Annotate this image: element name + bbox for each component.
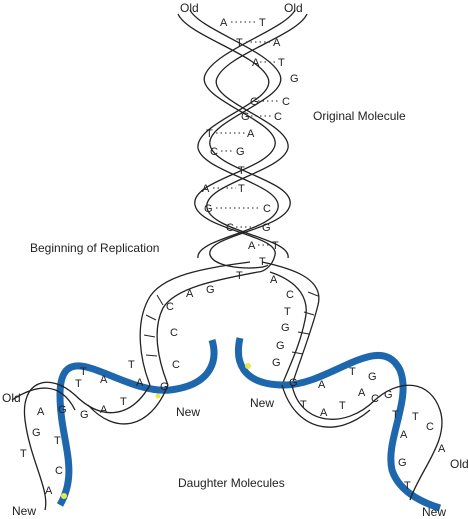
label-new-right-bottom: New (422, 505, 446, 519)
base-letter: T (259, 256, 266, 268)
base-letter: T (272, 240, 279, 252)
original-helix (177, 9, 308, 273)
base-letter: A (100, 404, 108, 416)
base-letter: A (220, 17, 228, 29)
base-letter: A (320, 407, 328, 419)
highlight-dot (61, 493, 67, 499)
top-base-letters: A T T A A T G G C G C T A C G T A T G C … (202, 17, 299, 268)
base-letter: A (186, 288, 194, 300)
base-letter: C (282, 96, 290, 108)
base-letter: A (273, 37, 281, 49)
base-letter: T (75, 378, 82, 390)
left-daughter (11, 338, 218, 511)
base-letter: T (278, 57, 285, 69)
base-letter: G (276, 340, 285, 352)
label-old-top-left: Old (180, 1, 199, 15)
base-letter: G (80, 409, 89, 421)
highlight-dot (245, 363, 251, 369)
label-old-left: Old (2, 391, 21, 405)
base-letter: T (259, 17, 266, 29)
label-new-left-mid: New (176, 405, 200, 419)
base-letter: T (238, 165, 245, 177)
fork-ticks (143, 291, 319, 357)
base-letter: C (286, 289, 294, 301)
left-daughter-letters: A G T C A G T G T A T A A T T G (20, 359, 169, 497)
base-letter: T (412, 411, 419, 423)
base-letter: T (54, 435, 61, 447)
label-new-left-bottom: New (12, 504, 36, 518)
base-letter: A (247, 128, 255, 140)
label-old-top-right: Old (284, 1, 303, 15)
base-letter: C (55, 465, 63, 477)
base-letter: G (384, 389, 393, 401)
base-letter: G (204, 203, 213, 215)
base-pair-rungs (213, 21, 280, 246)
base-letter: A (270, 274, 278, 286)
base-letter: T (206, 128, 213, 140)
right-daughter (234, 337, 443, 512)
base-letter: A (438, 443, 446, 455)
label-new-right-mid: New (250, 396, 274, 410)
label-beginning-of-replication: Beginning of Replication (30, 241, 159, 255)
base-letter: C (166, 301, 174, 313)
base-letter: G (262, 222, 271, 234)
base-letter: G (160, 381, 169, 393)
base-letter: T (80, 366, 87, 378)
base-letter: A (318, 379, 326, 391)
base-letter: A (252, 57, 260, 69)
base-letter: A (248, 240, 256, 252)
base-letter: T (392, 409, 399, 421)
base-letter: C (274, 111, 282, 123)
base-letter: A (400, 429, 408, 441)
base-letter: G (281, 322, 290, 334)
label-daughter-molecules: Daughter Molecules (178, 476, 285, 490)
base-letter: G (272, 357, 281, 369)
base-letter: A (136, 377, 144, 389)
base-letter: T (20, 448, 27, 460)
base-letter: T (284, 306, 291, 318)
right-new-strand (234, 337, 442, 512)
base-letter: C (170, 327, 178, 339)
base-letter: A (100, 374, 108, 386)
base-letter: A (358, 387, 366, 399)
base-letter: G (398, 457, 407, 469)
highlight-dot (155, 393, 161, 399)
base-letter: T (236, 37, 243, 49)
base-letter: G (241, 111, 250, 123)
base-letter: T (238, 183, 245, 195)
base-letter: C (210, 146, 218, 158)
base-letter: T (339, 400, 346, 412)
base-letter: T (128, 359, 135, 371)
left-new-strand (56, 338, 218, 507)
base-letter: G (236, 146, 245, 158)
base-letter: G (250, 96, 259, 108)
base-letter: G (32, 427, 41, 439)
base-letter: A (45, 485, 53, 497)
label-original-molecule: Original Molecule (313, 109, 406, 123)
base-letter: T (404, 480, 411, 492)
base-letter: T (349, 366, 356, 378)
base-letter: C (226, 222, 234, 234)
base-letter: C (371, 393, 379, 405)
label-old-right: Old (450, 457, 468, 471)
base-letter: G (289, 377, 298, 389)
base-letter: G (58, 404, 67, 416)
base-letter: C (172, 359, 180, 371)
base-letter: G (368, 371, 377, 383)
right-daughter-letters: G A T A T T G A C G T T C A A G T (289, 366, 446, 492)
base-letter: C (263, 203, 271, 215)
base-letter: A (37, 406, 45, 418)
base-letter: G (206, 284, 215, 296)
base-letter: C (426, 421, 434, 433)
base-letter: T (300, 399, 307, 411)
fork-base-letters: T G A C C C A C T G G G (166, 270, 294, 371)
fork-arms (139, 261, 320, 386)
base-letter: T (120, 396, 127, 408)
base-letter: T (236, 270, 243, 282)
base-letter: A (202, 183, 210, 195)
base-letter: G (290, 73, 299, 85)
